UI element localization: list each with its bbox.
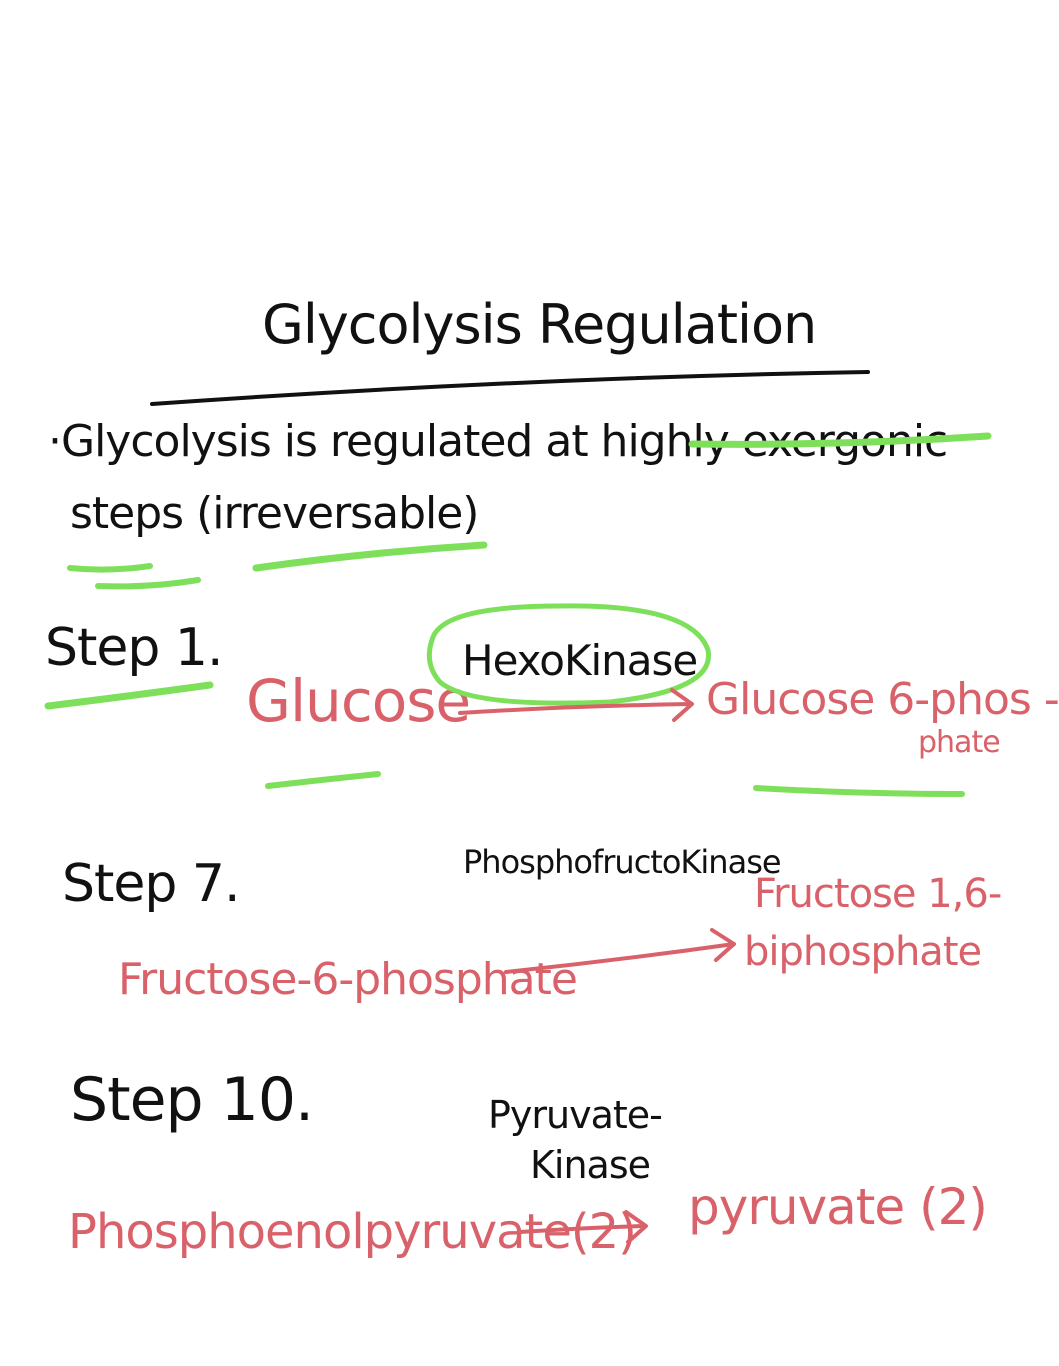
- step-1-product-line-2: phate: [918, 725, 1001, 760]
- step-10-substrate: Phosphoenolpyruvate(2): [68, 1204, 637, 1260]
- step-1-label: Step 1.: [45, 618, 224, 678]
- highlight-glucose-6-phosphate: [753, 785, 965, 797]
- note-page: Glycolysis Regulation ·Glycolysis is reg…: [44, 293, 1059, 1260]
- step-7-enzyme: PhosphofructoKinase: [463, 843, 782, 881]
- step-1-product-line-1: Glucose 6-phos -: [706, 674, 1059, 725]
- step-10-enzyme-line-2: Kinase: [530, 1143, 651, 1187]
- step-1-enzyme: HexoKinase: [462, 636, 698, 685]
- arrow-step-1: [458, 688, 694, 722]
- intro-line-2: steps (irreversable): [70, 488, 479, 539]
- title-underline: [150, 370, 870, 406]
- page-title: Glycolysis Regulation: [262, 293, 817, 356]
- step-10-product: pyruvate (2): [688, 1178, 988, 1236]
- step-7-substrate: Fructose-6-phosphate: [118, 954, 578, 1005]
- step-7-label: Step 7.: [62, 854, 241, 914]
- highlight-steps: [67, 563, 153, 573]
- step-7-product-line-1: Fructose 1,6-: [754, 871, 1002, 917]
- step-10-enzyme-line-1: Pyruvate-: [488, 1093, 663, 1137]
- step-10-label: Step 10.: [70, 1065, 314, 1135]
- step-1-substrate: Glucose: [246, 667, 471, 735]
- intro-line-1: ·Glycolysis is regulated at highly exerg…: [48, 416, 948, 467]
- step-7-product-line-2: biphosphate: [744, 929, 982, 975]
- highlight-irreversable: [252, 541, 488, 572]
- highlight-steps-2: [95, 577, 201, 590]
- highlight-step-1: [44, 681, 214, 710]
- highlight-glucose: [265, 771, 381, 789]
